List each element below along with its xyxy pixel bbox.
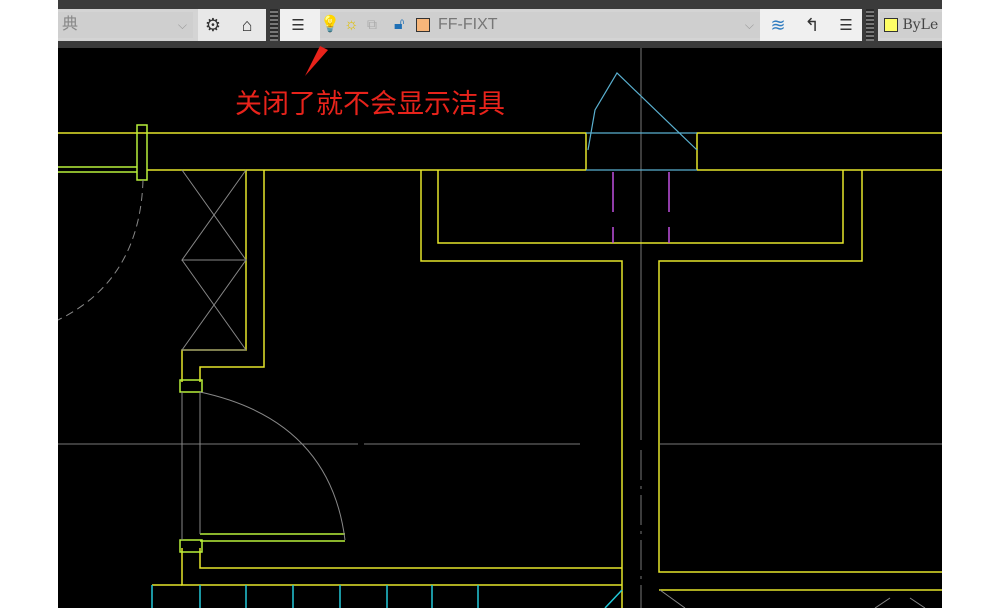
layer-previous-icon[interactable]: ↰: [804, 14, 820, 35]
door-jambs: [58, 124, 345, 553]
chevron-down-icon: ⌵: [177, 18, 187, 32]
match-layer-icon[interactable]: ☰: [839, 17, 853, 34]
layer-color-swatch: [416, 18, 430, 32]
annotation-text: 关闭了就不会显示洁具: [235, 89, 505, 119]
workspace-value: 典: [62, 16, 79, 33]
annotation-arrow: [305, 46, 328, 76]
toolbar-grip[interactable]: [270, 9, 278, 41]
house-icon[interactable]: ⌂: [241, 14, 253, 35]
make-current-icon[interactable]: ≋: [770, 14, 786, 35]
gear-icon[interactable]: ⚙: [204, 14, 222, 35]
color-value: ByLe: [902, 17, 939, 33]
stairs: [151, 585, 623, 608]
toolbar-grip[interactable]: [866, 9, 874, 41]
toolbar: 典⌵ ⚙ ⌂ ☰ 💡 ☼ ⧉ 🔓︎ FF-FIXT ⌵ ≋ ↰ ☰ ByLe: [58, 0, 942, 48]
workspace-dropdown[interactable]: 典⌵: [58, 12, 193, 38]
unlock-icon[interactable]: 🔓︎: [394, 16, 405, 33]
chevron-down-icon: ⌵: [744, 18, 754, 32]
sun-icon[interactable]: ☼: [344, 16, 359, 33]
color-dropdown[interactable]: ByLe: [880, 12, 942, 38]
layer-name: FF-FIXT: [438, 16, 498, 33]
layer-properties-icon[interactable]: ☰: [291, 17, 305, 34]
color-swatch: [884, 18, 898, 32]
drawing-canvas[interactable]: [58, 0, 942, 608]
cad-window: 典⌵ ⚙ ⌂ ☰ 💡 ☼ ⧉ 🔓︎ FF-FIXT ⌵ ≋ ↰ ☰ ByLe: [58, 0, 942, 608]
fixture-outline: [586, 72, 698, 171]
walls: [58, 132, 942, 608]
viewport-freeze-icon[interactable]: ⧉: [367, 16, 377, 32]
lightbulb-icon[interactable]: 💡: [320, 16, 340, 33]
layer-dropdown[interactable]: 💡 ☼ ⧉ 🔓︎ FF-FIXT ⌵: [320, 12, 760, 38]
